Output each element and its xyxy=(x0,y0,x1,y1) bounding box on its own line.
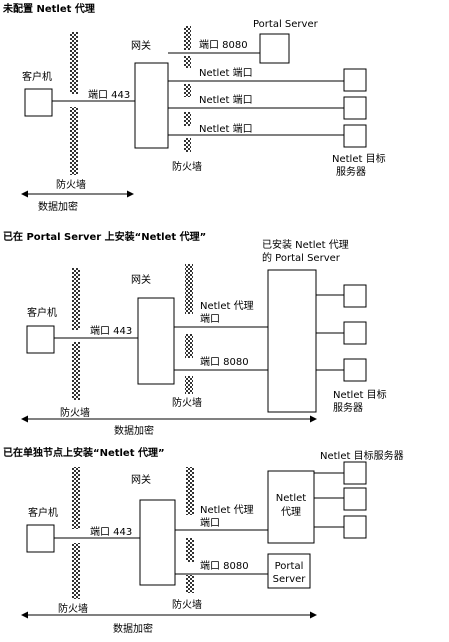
client-box xyxy=(26,325,55,354)
outer-firewall-upper xyxy=(72,467,80,529)
gateway-label: 网关 xyxy=(131,273,151,286)
inner-firewall-seg-3 xyxy=(185,376,193,394)
outer-firewall-label: 防火墙 xyxy=(56,178,86,191)
inner-firewall-label: 防火墙 xyxy=(172,160,202,173)
netlet-proxy-port-line1: Netlet 代理 xyxy=(200,300,254,312)
client-label: 客户机 xyxy=(28,506,58,519)
diagram-no-netlet-proxy: 未配置 Netlet 代理 客户机 防火墙 端口 443 网关 防火墙 Port… xyxy=(2,2,386,213)
target-server-3 xyxy=(343,358,367,382)
gateway-box xyxy=(139,499,176,586)
outer-firewall-lower xyxy=(70,107,78,175)
target-label-line1: Netlet 目标 xyxy=(333,389,387,401)
target-server-2 xyxy=(343,321,367,345)
inner-firewall-seg-5 xyxy=(184,138,191,152)
inner-firewall-seg-3 xyxy=(184,84,191,97)
port-443-label: 端口 443 xyxy=(90,525,132,538)
targets-label: Netlet 目标服务器 xyxy=(320,449,404,462)
portal-server-box xyxy=(267,553,311,589)
target-server-2 xyxy=(343,96,367,120)
diagram-proxy-on-portal: 已在 Portal Server 上安装“Netlet 代理” 客户机 防火墙 … xyxy=(3,230,387,437)
target-label-line2: 服务器 xyxy=(333,401,363,414)
gateway-box xyxy=(134,62,169,149)
netlet-port-label-1: Netlet 端口 xyxy=(199,66,253,79)
inner-firewall-seg-2 xyxy=(184,56,191,68)
netlet-proxy-box-line1: Netlet xyxy=(276,493,306,504)
target-label-line1: Netlet 目标 xyxy=(332,153,386,165)
inner-firewall-seg-2 xyxy=(185,334,193,358)
diagram-proxy-on-separate-node: 已在单独节点上安装“Netlet 代理” 客户机 防火墙 端口 443 网关 防… xyxy=(3,446,404,635)
outer-firewall-upper xyxy=(72,268,80,330)
encryption-label: 数据加密 xyxy=(114,424,154,437)
outer-firewall-lower xyxy=(72,543,80,599)
port-8080-label: 端口 8080 xyxy=(200,559,249,572)
target-server-1 xyxy=(343,461,367,485)
diagram-2-title: 已在 Portal Server 上安装“Netlet 代理” xyxy=(3,230,206,243)
gateway-box xyxy=(137,297,175,385)
target-server-2 xyxy=(343,487,367,511)
outer-firewall-upper xyxy=(70,32,78,94)
gateway-label: 网关 xyxy=(131,473,151,486)
target-server-3 xyxy=(343,124,367,148)
gateway-label: 网关 xyxy=(131,39,151,52)
diagram-3-title: 已在单独节点上安装“Netlet 代理” xyxy=(3,446,165,459)
inner-firewall-label: 防火墙 xyxy=(172,598,202,611)
client-box xyxy=(24,88,53,117)
netlet-proxy-port-line2: 端口 xyxy=(200,516,220,529)
client-box xyxy=(26,524,55,553)
port-8080-label: 端口 8080 xyxy=(200,355,249,368)
outer-firewall-lower xyxy=(72,342,80,400)
inner-firewall-seg-1 xyxy=(184,26,191,50)
target-label-line2: 服务器 xyxy=(336,165,366,178)
portal-server-box xyxy=(259,33,290,64)
port-443-label: 端口 443 xyxy=(88,88,130,101)
inner-firewall-seg-4 xyxy=(184,112,191,126)
inner-firewall-seg-1 xyxy=(186,467,194,515)
encryption-label: 数据加密 xyxy=(113,622,153,635)
inner-firewall-seg-1 xyxy=(185,264,193,314)
target-server-1 xyxy=(343,284,367,308)
portal-server-label: Portal Server xyxy=(253,19,319,30)
netlet-proxy-box xyxy=(267,470,315,544)
inner-firewall-seg-2 xyxy=(186,538,194,562)
installed-label-line1: 已安装 Netlet 代理 xyxy=(262,238,349,251)
client-label: 客户机 xyxy=(27,306,57,319)
portal-box-line2: Server xyxy=(273,574,307,585)
portal-box-line1: Portal xyxy=(275,561,304,572)
client-label: 客户机 xyxy=(22,70,52,83)
encryption-label: 数据加密 xyxy=(38,200,78,213)
target-server-1 xyxy=(343,68,367,92)
port-8080-label: 端口 8080 xyxy=(199,38,248,51)
target-server-3 xyxy=(343,515,367,539)
outer-firewall-label: 防火墙 xyxy=(58,602,88,615)
inner-firewall-label: 防火墙 xyxy=(172,396,202,409)
netlet-proxy-port-line2: 端口 xyxy=(200,312,220,325)
installed-label-line2: 的 Portal Server xyxy=(262,251,341,264)
outer-firewall-label: 防火墙 xyxy=(60,406,90,419)
portal-with-proxy-box xyxy=(267,269,317,413)
inner-firewall-seg-3 xyxy=(186,575,194,593)
netlet-proxy-port-line1: Netlet 代理 xyxy=(200,504,254,516)
diagram-1-title: 未配置 Netlet 代理 xyxy=(2,2,95,15)
port-443-label: 端口 443 xyxy=(90,324,132,337)
netlet-port-label-3: Netlet 端口 xyxy=(199,122,253,135)
netlet-proxy-box-line2: 代理 xyxy=(281,506,301,518)
netlet-port-label-2: Netlet 端口 xyxy=(199,93,253,106)
